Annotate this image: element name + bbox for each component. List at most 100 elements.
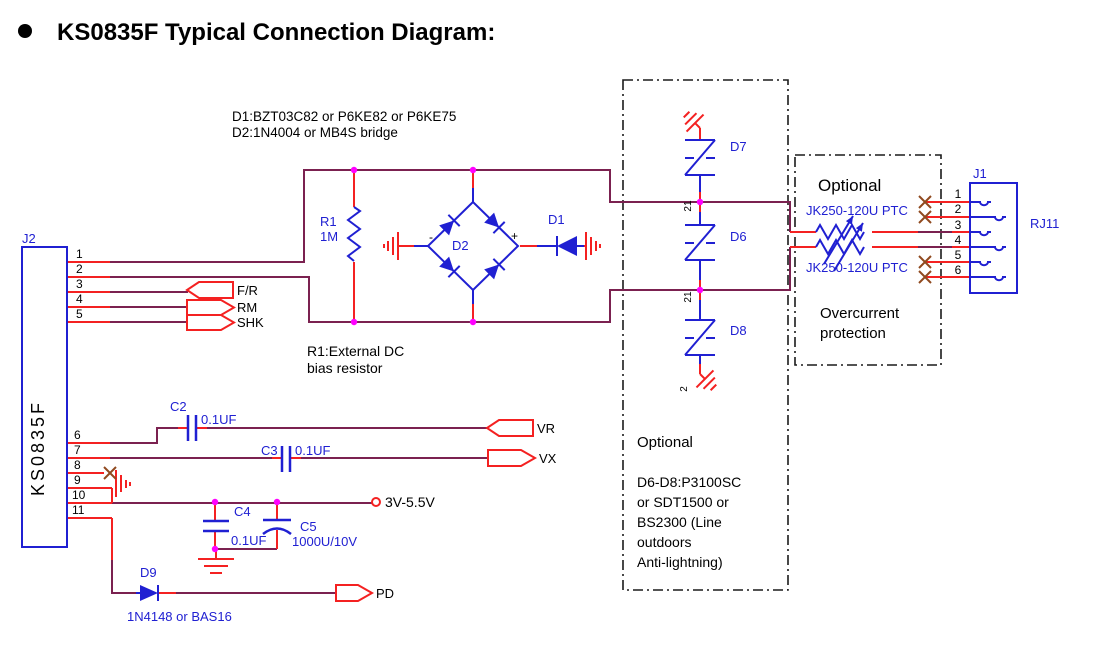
grounds [115, 111, 717, 574]
diode-bar [447, 214, 461, 227]
ptc-pair [815, 215, 865, 272]
signal-ports [185, 281, 538, 602]
d6-symbol [684, 224, 716, 261]
vr-label: VR [537, 421, 555, 436]
diode-bar [447, 265, 461, 278]
c5-ref: C5 [300, 519, 317, 534]
junction [350, 318, 358, 326]
bullet-icon [18, 24, 32, 38]
overcurrent-line-1: Overcurrent [820, 305, 900, 322]
d1-ref: D1 [548, 212, 565, 227]
c3-plates [280, 446, 292, 472]
j2-pin-number: 5 [76, 307, 83, 321]
rm-port-icon [186, 299, 237, 316]
capacitors [186, 415, 292, 536]
overcurrent-protection-box [794, 154, 942, 366]
ptc1-arrowhead [845, 216, 853, 225]
j2-pin-number: 11 [72, 503, 85, 517]
j2-pin-number: 7 [74, 443, 81, 457]
j2-pin-number: 6 [74, 428, 81, 442]
c4-ref: C4 [234, 504, 251, 519]
tilted-ground-bars [695, 369, 717, 391]
no-connect-marks [103, 195, 932, 480]
net-tip-rail [110, 169, 791, 263]
bridge-diamond [426, 200, 520, 292]
j1-pin6-x-icon [918, 270, 932, 284]
ptc2-arrow [833, 222, 864, 272]
junction [469, 166, 477, 174]
lightning-protection-box [622, 79, 789, 591]
page-title: KS0835F Typical Connection Diagram: [57, 19, 495, 46]
d1-right-ground-icon [585, 232, 601, 260]
j1-pin-number: 6 [955, 263, 962, 277]
c2-plates [186, 415, 198, 441]
d8-ref: D8 [730, 323, 747, 338]
j1-pin1-x-icon [918, 195, 932, 209]
j1-pin-number: 1 [955, 187, 962, 201]
j2-bottom-stubs [67, 442, 112, 519]
c5-curved-plate [262, 527, 292, 536]
j1-nc-stubs [925, 201, 970, 278]
sidactor-pin-mark: 2 [679, 386, 690, 392]
j1-pin5-x-icon [918, 255, 932, 269]
supply-label: 3V-5.5V [385, 494, 435, 510]
diode-triangle [484, 264, 500, 280]
d2-ref: D2 [452, 238, 469, 253]
r1-resistor [346, 206, 362, 262]
c4-ground-icon [198, 558, 234, 574]
j2-pin-number: 4 [76, 292, 83, 306]
ptc1-resistor [815, 222, 865, 242]
tilted-ground-bars [683, 111, 705, 133]
pd-label: PD [376, 586, 394, 601]
j1-pin2-x-icon [918, 210, 932, 224]
junction [696, 198, 704, 206]
j1-contact-1 [970, 201, 991, 207]
lightning-line: outdoors [637, 534, 691, 550]
d7-symbol [684, 139, 716, 176]
nets-purple [110, 169, 952, 594]
lightning-line: BS2300 (Line [637, 514, 722, 530]
vx-label: VX [539, 451, 557, 466]
d2-minus: - [429, 230, 433, 244]
bridge-diode-bl [439, 256, 461, 278]
d9-ref: D9 [140, 565, 157, 580]
pin8-x-icon [103, 466, 117, 480]
junction-dots [211, 166, 704, 553]
junction [350, 166, 358, 174]
sidactor-pin-mark: 21 [683, 200, 694, 212]
junction [696, 286, 704, 294]
r1-ref: R1 [320, 214, 337, 229]
j2-connector: J2 KS0835F 1 2 3 4 5 6 7 8 9 10 11 [21, 231, 86, 548]
c4-plates [203, 519, 229, 533]
nets-red [67, 128, 970, 594]
d2-plus: + [511, 229, 518, 243]
ptc1-arrow [823, 215, 854, 265]
j2-ref: J2 [22, 231, 36, 246]
j2-top-stubs [67, 261, 110, 323]
c5-value: 1000U/10V [292, 534, 357, 549]
d8-earth-ground-icon [695, 369, 717, 391]
j2-pin-number: 10 [72, 488, 86, 502]
ptc2-arrowhead [855, 223, 863, 232]
junction [469, 318, 477, 326]
pd-port-icon [335, 584, 375, 602]
j1-contact-6 [970, 276, 1006, 282]
j1-pin-number: 3 [955, 218, 962, 232]
bridge-blue-leads [414, 188, 557, 304]
d2-left-ground-icon [383, 232, 399, 260]
c2-ref: C2 [170, 399, 187, 414]
d6-ref: D6 [730, 229, 747, 244]
bridge-diode-br [484, 258, 506, 280]
diode-triangle [439, 256, 455, 272]
fr-port-icon [185, 281, 234, 299]
j1-connector: J1 1 2 3 4 5 6 RJ11 [955, 166, 1059, 294]
ptc-bottom-label: JK250-120U PTC [806, 260, 908, 275]
c3-value: 0.1UF [295, 443, 330, 458]
junction [211, 545, 219, 553]
diode-note-1: D1:BZT03C82 or P6KE82 or P6KE75 [232, 109, 456, 124]
j1-ref: J1 [973, 166, 987, 181]
c2-value: 0.1UF [201, 412, 236, 427]
j1-contact-3 [970, 231, 991, 237]
